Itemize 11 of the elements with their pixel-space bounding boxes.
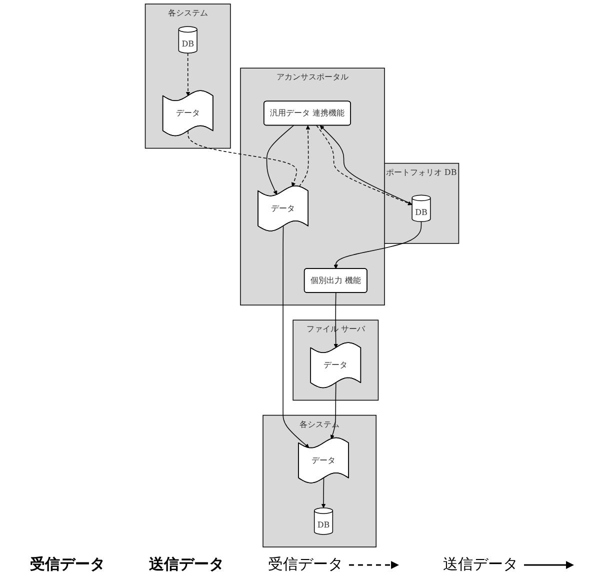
caption-text: 送信データ [149, 555, 224, 574]
arrow [282, 226, 310, 448]
arrow [186, 52, 190, 96]
arrow [188, 130, 298, 187]
legend-text: 受信データ [268, 555, 343, 574]
arrow [266, 125, 294, 195]
arrow [334, 221, 422, 269]
caption-text: 受信データ [30, 555, 105, 574]
arrow [321, 478, 326, 508]
arrow [298, 125, 310, 187]
legend-text: 送信データ [443, 555, 518, 574]
